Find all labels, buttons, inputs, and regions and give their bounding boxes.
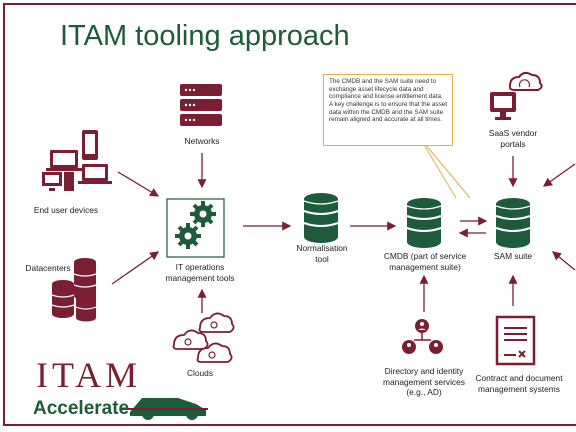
devices-icon xyxy=(42,130,112,191)
sam-database-icon xyxy=(495,197,531,249)
cmdb-label: CMDB (part of service management suite) xyxy=(383,251,467,272)
networks-label: Networks xyxy=(184,136,220,146)
normalisation-database-icon xyxy=(303,192,339,244)
contract-label: Contract and document management systems xyxy=(475,373,563,394)
contract-document-icon xyxy=(495,315,536,366)
clouds-icon xyxy=(172,312,235,363)
callout-pointer xyxy=(392,137,457,199)
slide-frame xyxy=(3,3,576,426)
race-car-logo-icon xyxy=(120,398,208,420)
database-stack-icon xyxy=(51,258,97,322)
gears-icon xyxy=(166,198,225,258)
it-ops-tools-label: IT operations management tools xyxy=(165,262,235,283)
arrow-datacenter-to-itops xyxy=(111,251,160,285)
page-title: ITAM tooling approach xyxy=(60,20,350,52)
arrow-offpage-bottom-to-sam xyxy=(551,251,576,271)
sam-suite-label: SAM suite xyxy=(493,251,533,261)
normalisation-label: Normalisation tool xyxy=(296,243,348,264)
logo-accelerate-text: Accelerate xyxy=(33,398,130,419)
monitor-cloud-icon xyxy=(490,71,543,120)
cmdb-database-icon xyxy=(406,197,442,249)
end-user-devices-label: End user devices xyxy=(33,205,99,215)
clouds-label: Clouds xyxy=(186,368,214,378)
server-rack-icon xyxy=(180,84,222,126)
directory-people-icon xyxy=(402,319,443,354)
saas-label: SaaS vendor portals xyxy=(488,128,538,149)
arrow-offpage-top-to-sam xyxy=(542,163,576,187)
callout-note: The CMDB and the SAM suite need to excha… xyxy=(323,74,453,146)
arrow-enduser-to-itops xyxy=(117,171,160,197)
datacenters-label: Datacenters xyxy=(25,263,71,273)
directory-label: Directory and identity management servic… xyxy=(383,366,465,397)
logo-itam-text: ITAM xyxy=(36,355,142,395)
